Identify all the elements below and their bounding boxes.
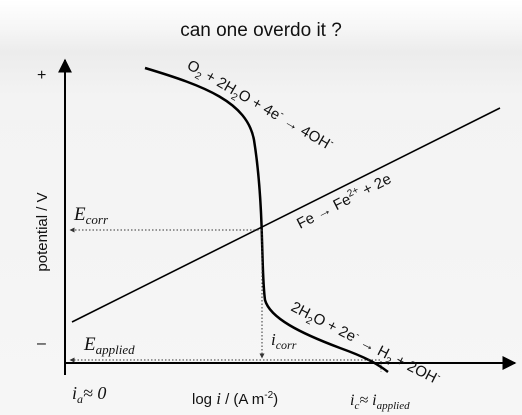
corrosion-diagram: potential / V + – log i / (A m-2) Ecorr … bbox=[34, 56, 517, 412]
water-reaction: 2H2O + 2e- → H2 + 2OH- bbox=[287, 298, 443, 391]
i-a-label: ia≈ 0 bbox=[72, 383, 106, 406]
iron-reaction: Fe → Fe2+ + 2e bbox=[294, 170, 394, 233]
slide-title: can one overdo it ? bbox=[180, 20, 342, 41]
oxygen-reaction: O2 + 2H2O + 4e- → 4OH- bbox=[183, 56, 337, 157]
e-applied-label: Eapplied bbox=[83, 334, 135, 357]
diagram-panel: potential / V + – log i / (A m-2) Ecorr … bbox=[0, 52, 522, 415]
anodic-iron-line bbox=[71, 107, 501, 323]
y-minus-label: – bbox=[37, 335, 46, 352]
y-axis-label: potential / V bbox=[34, 192, 51, 271]
cathodic-curve bbox=[144, 66, 389, 373]
i-c-label: ic≈ iapplied bbox=[350, 392, 410, 412]
e-corr-label: Ecorr bbox=[73, 204, 109, 227]
x-axis-label: log i / (A m-2) bbox=[192, 389, 278, 408]
y-plus-label: + bbox=[37, 67, 46, 84]
title-bar: can one overdo it ? bbox=[0, 0, 522, 52]
i-corr-label: icorr bbox=[271, 330, 297, 352]
